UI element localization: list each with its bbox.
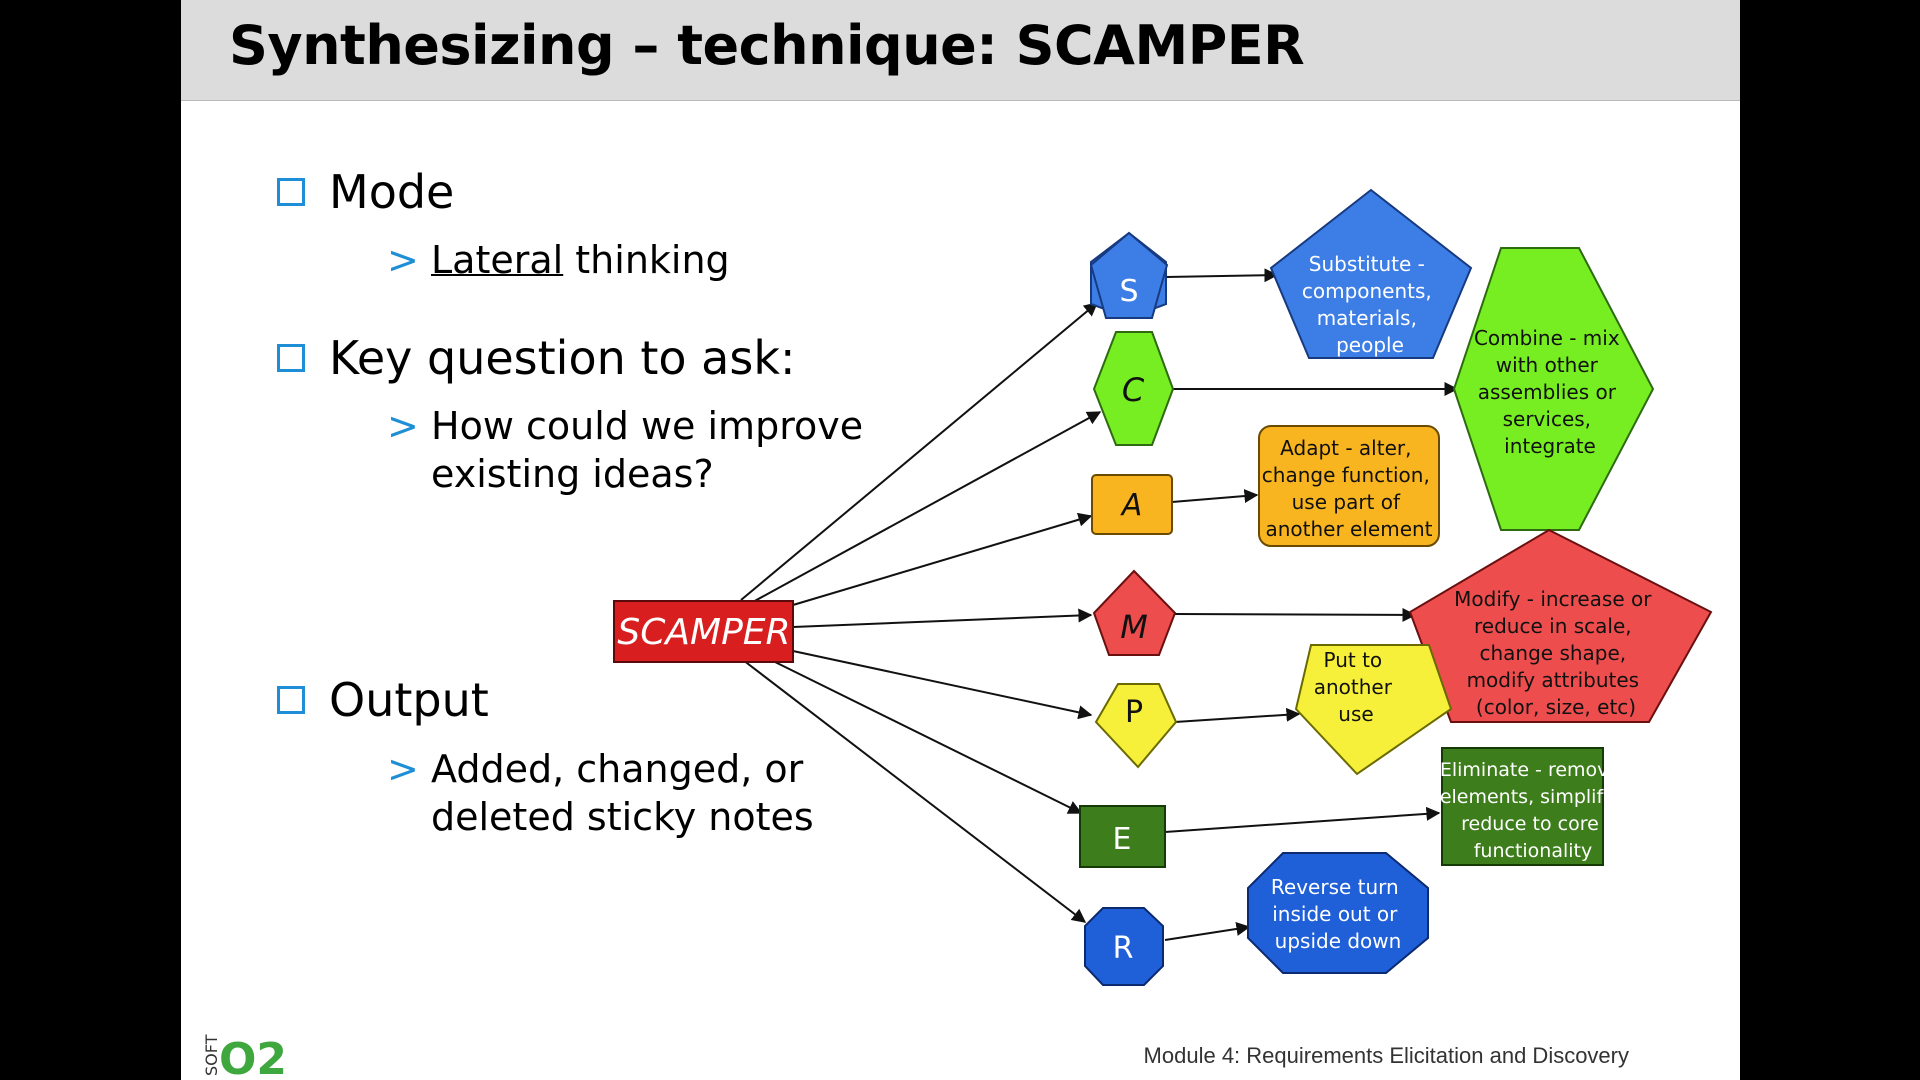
letter-label: E xyxy=(1113,822,1132,857)
title-bar: Synthesizing – technique: SCAMPER xyxy=(181,0,1740,101)
connector-r-desc xyxy=(1164,922,1251,941)
logo-soft-text: SOFT xyxy=(202,1034,221,1076)
desc-node-c: Combine - mix with other assemblies or s… xyxy=(1452,247,1655,531)
sub-bullet-mode: > Lateral thinking xyxy=(387,236,730,284)
connector-a-desc xyxy=(1171,489,1259,504)
slide: Synthesizing – technique: SCAMPER Mode >… xyxy=(181,0,1740,1080)
connector-root-e xyxy=(770,659,1083,814)
bullet-label: Key question to ask: xyxy=(329,331,796,385)
desc-node-a: Adapt - alter, change function, use part… xyxy=(1258,425,1440,547)
connector-root-s xyxy=(740,302,1099,601)
letter-node-e: E xyxy=(1079,805,1166,868)
connector-e-desc xyxy=(1164,806,1441,833)
desc-text: Adapt - alter, change function, use part… xyxy=(1262,436,1436,541)
bullet-key-question: Key question to ask: xyxy=(277,331,795,385)
slide-title: Synthesizing – technique: SCAMPER xyxy=(229,14,1305,77)
sub-bullet-text: Lateral thinking xyxy=(431,238,730,282)
desc-text: Modify - increase or reduce in scale, ch… xyxy=(1454,587,1658,719)
soft-o2-logo: SOFT O2 xyxy=(202,1034,285,1080)
desc-node-m: Modify - increase or reduce in scale, ch… xyxy=(1408,528,1713,723)
chevron-right-icon: > xyxy=(387,747,419,791)
letter-label: S xyxy=(1119,274,1138,309)
desc-text: Eliminate - remove elements, simplify, r… xyxy=(1440,759,1626,862)
connector-root-m xyxy=(792,608,1093,628)
chevron-right-icon: > xyxy=(387,238,419,282)
desc-node-p: Put to another use xyxy=(1294,644,1453,776)
letter-node-s: S xyxy=(1089,231,1169,320)
logo-o2-text: O2 xyxy=(219,1034,285,1080)
root-label: SCAMPER xyxy=(617,612,790,653)
desc-text: Put to another use xyxy=(1314,648,1399,726)
bullet-output: Output xyxy=(277,673,489,727)
letter-label: R xyxy=(1113,931,1134,966)
connector-p-desc xyxy=(1174,707,1301,723)
letter-label: M xyxy=(1120,608,1148,646)
letter-node-p: P xyxy=(1094,683,1178,769)
desc-node-e: Eliminate - remove elements, simplify, r… xyxy=(1440,747,1626,866)
checkbox-square-icon xyxy=(277,344,305,372)
description-connectors xyxy=(1164,268,1459,941)
connector-root-r xyxy=(742,659,1087,923)
desc-node-r: Reverse turn inside out or upside down xyxy=(1247,852,1429,974)
letter-node-a: A xyxy=(1091,474,1173,535)
bullet-mode: Mode xyxy=(277,165,454,219)
desc-node-s: Substitute - components, materials, peop… xyxy=(1269,188,1473,359)
letter-label: P xyxy=(1125,695,1143,730)
letter-label: A xyxy=(1120,488,1143,523)
connector-root-c xyxy=(750,411,1102,604)
desc-text: Reverse turn inside out or upside down xyxy=(1271,875,1405,953)
scamper-diagram: SCAMPER S C A M P E R xyxy=(613,188,1713,986)
letter-label: C xyxy=(1122,371,1145,409)
letter-node-c: C xyxy=(1092,331,1175,446)
connector-s-desc xyxy=(1165,268,1279,283)
bullet-label: Output xyxy=(329,673,489,727)
letter-node-m: M xyxy=(1092,569,1177,656)
slide-footer: Module 4: Requirements Elicitation and D… xyxy=(1143,1043,1629,1068)
connector-root-a xyxy=(792,512,1093,606)
root-node: SCAMPER xyxy=(613,600,794,663)
checkbox-square-icon xyxy=(277,178,305,206)
connector-m-desc xyxy=(1173,607,1417,622)
chevron-right-icon: > xyxy=(387,404,419,448)
letter-node-r: R xyxy=(1084,907,1164,986)
desc-text: Combine - mix with other assemblies or s… xyxy=(1474,326,1626,458)
root-connectors xyxy=(740,302,1102,923)
desc-text: Substitute - components, materials, peop… xyxy=(1302,252,1438,357)
connector-root-p xyxy=(792,650,1093,720)
checkbox-square-icon xyxy=(277,686,305,714)
bullet-label: Mode xyxy=(329,165,455,219)
